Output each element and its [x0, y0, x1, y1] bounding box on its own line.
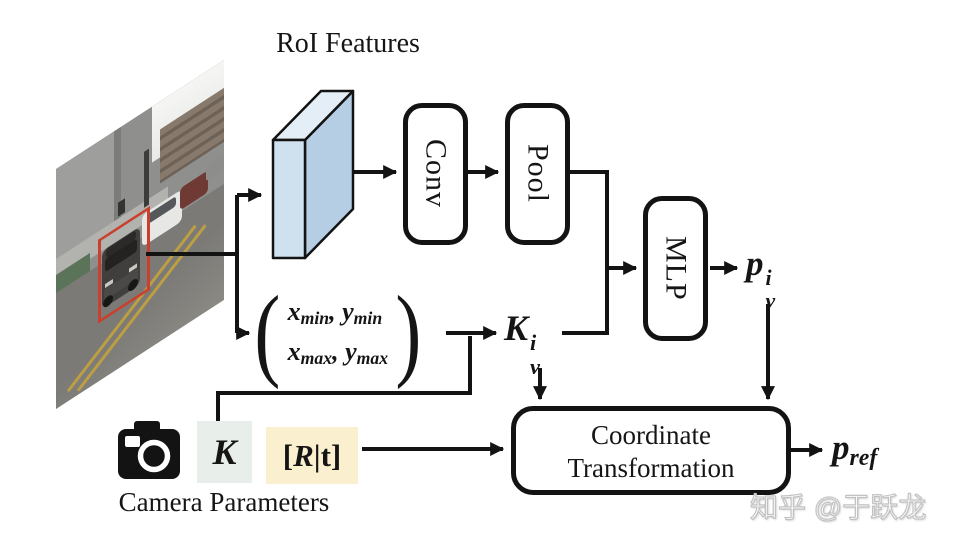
watermark: 知乎 @于跃龙 — [749, 491, 927, 523]
pole — [144, 148, 149, 208]
street-photo — [56, 59, 224, 409]
close-paren: ) — [395, 275, 422, 390]
far-car — [206, 153, 224, 182]
pool-label: Pool — [521, 144, 555, 204]
bbox-row-min: xmin, ymin — [287, 297, 383, 329]
mlp-box: MLP — [643, 196, 708, 341]
roi-feature-cuboid — [271, 89, 355, 260]
roi-features-label: RoI Features — [276, 28, 420, 59]
open-paren: ( — [254, 275, 281, 390]
cuboid-front-face — [271, 138, 307, 260]
bbox-row-max: xmax, ymax — [287, 337, 389, 369]
pool-box: Pool — [505, 103, 570, 245]
pref-symbol: pref — [832, 428, 878, 471]
conv-label: Conv — [419, 139, 453, 209]
extrinsics-rt-chip: [R|t] — [266, 427, 358, 484]
camera-parameters-label: Camera Parameters — [118, 487, 330, 517]
ct-label-line1: Coordinate — [591, 419, 711, 450]
cuboid-top-face — [271, 89, 355, 142]
coordinate-transformation-box: Coordinate Transformation — [511, 406, 791, 495]
mlp-label: MLP — [659, 236, 693, 301]
ct-label-line2: Transformation — [567, 452, 735, 483]
conv-box: Conv — [403, 103, 468, 245]
camera-icon — [118, 421, 180, 479]
intrinsics-k-chip: K — [197, 421, 252, 483]
cuboid-side-face — [303, 89, 355, 260]
bbox-coordinates-expression: ( xmin, ymin xmax, ymax ) — [250, 275, 426, 390]
